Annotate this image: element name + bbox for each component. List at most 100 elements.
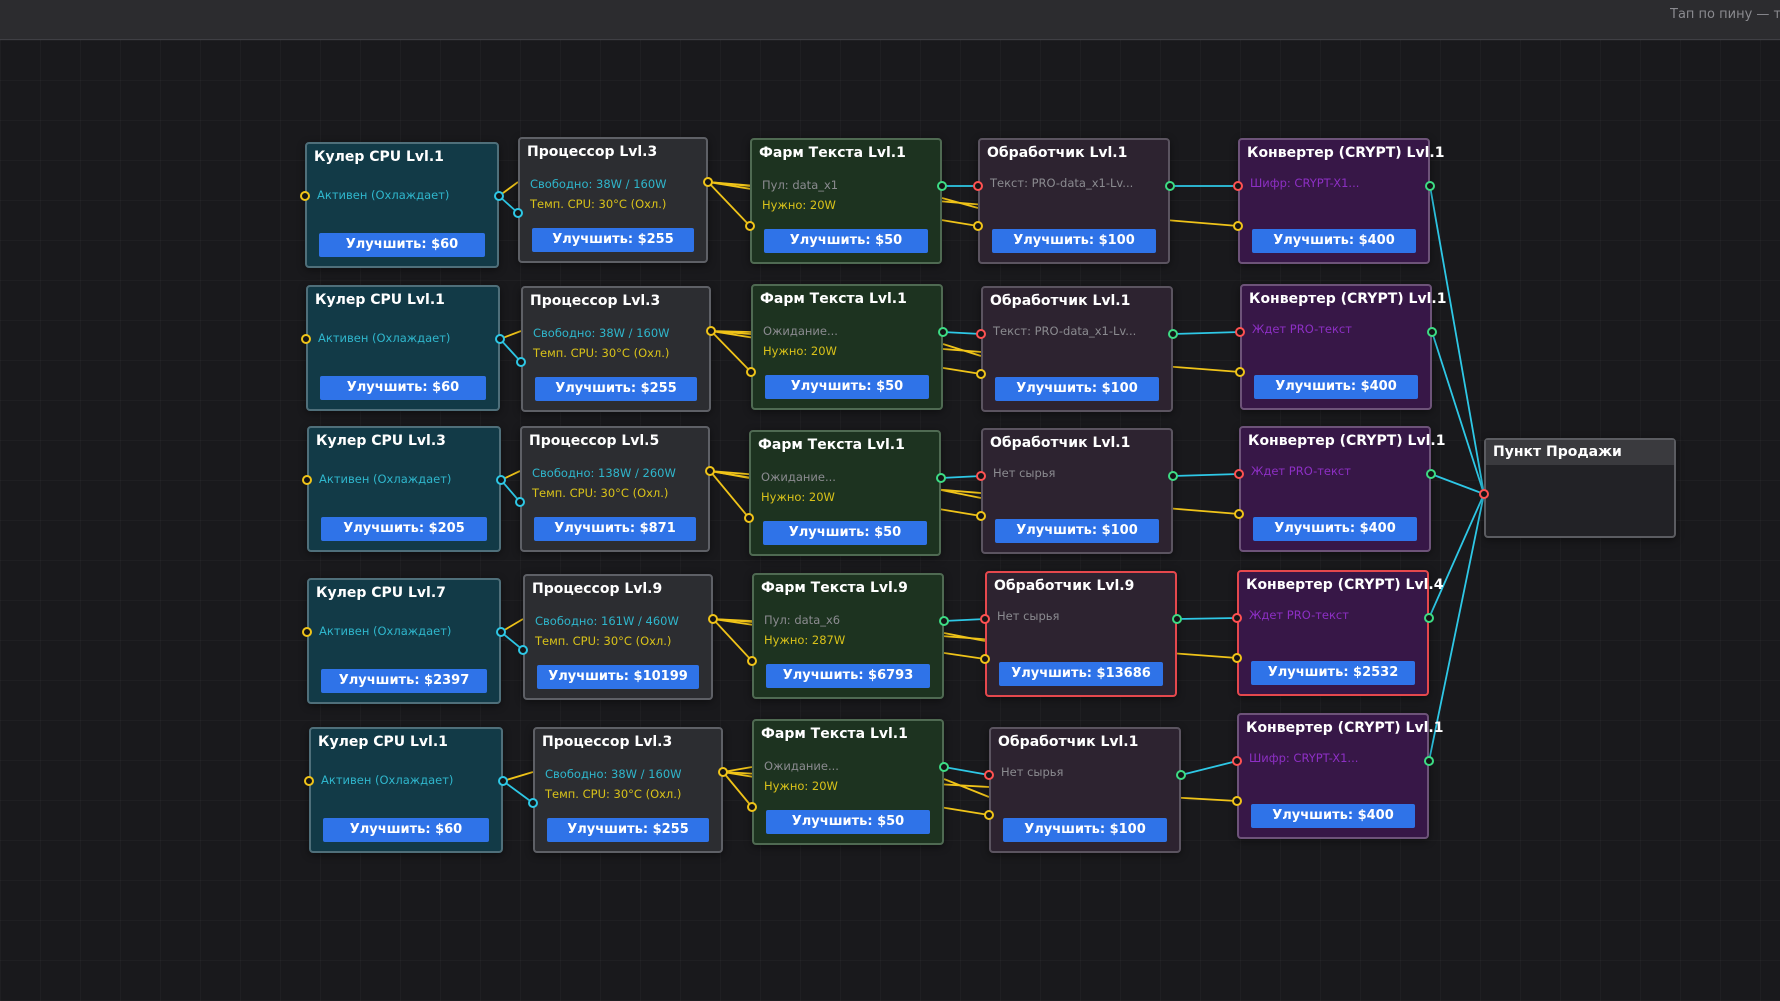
cpu-upgrade-button[interactable]: Улучшить: $255 [532, 228, 694, 252]
text-farm-upgrade-button[interactable]: Улучшить: $50 [766, 810, 930, 834]
cooler-out-port[interactable] [496, 627, 506, 637]
farm-power-in-port[interactable] [747, 802, 757, 812]
processor-upgrade-button[interactable]: Улучшить: $100 [995, 519, 1159, 543]
cpu-cooling-in-port[interactable] [516, 357, 526, 367]
converter-out-port[interactable] [1424, 756, 1434, 766]
cooler-upgrade-button[interactable]: Улучшить: $205 [321, 517, 487, 541]
farm-power-in-port[interactable] [746, 367, 756, 377]
processor-text-in-port[interactable] [980, 614, 990, 624]
converter-upgrade-button[interactable]: Улучшить: $2532 [1251, 661, 1415, 685]
text-farm-upgrade-button[interactable]: Улучшить: $6793 [766, 664, 930, 688]
cpu-upgrade-button[interactable]: Улучшить: $255 [547, 818, 709, 842]
converter-power-in-port[interactable] [1232, 796, 1242, 806]
processor-power-in-port[interactable] [980, 654, 990, 664]
processor-text-in-port[interactable] [973, 181, 983, 191]
processor-upgrade-button[interactable]: Улучшить: $100 [992, 229, 1156, 253]
text-farm-upgrade-button[interactable]: Улучшить: $50 [764, 229, 928, 253]
cpu-power-out-port[interactable] [703, 177, 713, 187]
converter-power-in-port[interactable] [1233, 221, 1243, 231]
cooler-out-port[interactable] [495, 334, 505, 344]
cpu-power-out-port[interactable] [718, 767, 728, 777]
cooler-power-in-port[interactable] [302, 475, 312, 485]
cooler-power-in-port[interactable] [304, 776, 314, 786]
farm-text-out-port[interactable] [938, 327, 948, 337]
processor-upgrade-button[interactable]: Улучшить: $100 [995, 377, 1159, 401]
converter-power-in-port[interactable] [1234, 509, 1244, 519]
converter-out-port[interactable] [1426, 469, 1436, 479]
processor-text-in-port[interactable] [976, 471, 986, 481]
farm-text-out-port[interactable] [937, 181, 947, 191]
farm-text-out-port[interactable] [939, 616, 949, 626]
text-farm-upgrade-button[interactable]: Улучшить: $50 [763, 521, 927, 545]
processor-text-in-port[interactable] [976, 329, 986, 339]
cpu-cooling-in-port[interactable] [518, 645, 528, 655]
cooler-out-port[interactable] [498, 776, 508, 786]
cpu-cooling-in-port[interactable] [515, 497, 525, 507]
processor-power-in-port[interactable] [973, 221, 983, 231]
text-farm-upgrade-button[interactable]: Улучшить: $50 [765, 375, 929, 399]
converter-text-in-port[interactable] [1235, 327, 1245, 337]
converter-upgrade-button[interactable]: Улучшить: $400 [1254, 375, 1418, 399]
converter-upgrade-button[interactable]: Улучшить: $400 [1253, 517, 1417, 541]
cooler-power-in-port[interactable] [300, 191, 310, 201]
converter-text-in-port[interactable] [1232, 756, 1242, 766]
converter-out-port[interactable] [1425, 181, 1435, 191]
farm-text-out-port[interactable] [936, 473, 946, 483]
cpu-power-out-port[interactable] [705, 466, 715, 476]
processor-text-out-port[interactable] [1172, 614, 1182, 624]
converter-power-in-port[interactable] [1232, 653, 1242, 663]
cpu-upgrade-button[interactable]: Улучшить: $871 [534, 517, 696, 541]
cpu-cooling-in-port[interactable] [513, 208, 523, 218]
processor-power-in-port[interactable] [976, 369, 986, 379]
cooler-out-port[interactable] [494, 191, 504, 201]
processor-power-in-port[interactable] [984, 810, 994, 820]
processor-text-out-port[interactable] [1168, 471, 1178, 481]
cooler-power-in-port[interactable] [302, 627, 312, 637]
cooler-upgrade-button[interactable]: Улучшить: $60 [323, 818, 489, 842]
cooler-upgrade-button[interactable]: Улучшить: $60 [320, 376, 486, 400]
converter-upgrade-button[interactable]: Улучшить: $400 [1252, 229, 1416, 253]
processor-text-out-port[interactable] [1176, 770, 1186, 780]
processor-text-out-port[interactable] [1168, 329, 1178, 339]
processor-text-in-port[interactable] [984, 770, 994, 780]
processor-upgrade-button[interactable]: Улучшить: $100 [1003, 818, 1167, 842]
cpu-upgrade-button[interactable]: Улучшить: $255 [535, 377, 697, 401]
converter-text-in-port[interactable] [1234, 469, 1244, 479]
converter-power-in-port[interactable] [1235, 367, 1245, 377]
converter-upgrade-button[interactable]: Улучшить: $400 [1251, 804, 1415, 828]
processor-upgrade-button[interactable]: Улучшить: $13686 [999, 662, 1163, 686]
processor-text-out-port[interactable] [1165, 181, 1175, 191]
cpu-cooling-in-port[interactable] [528, 798, 538, 808]
cooler-power-in-port[interactable] [301, 334, 311, 344]
cpu-power-out-port[interactable] [708, 614, 718, 624]
sell-point-node[interactable]: Пункт Продажи [1484, 438, 1676, 538]
processor-power-in-port[interactable] [976, 511, 986, 521]
farm-text-out-port[interactable] [939, 762, 949, 772]
farm-power-in-port[interactable] [744, 513, 754, 523]
converter-text-in-port[interactable] [1232, 613, 1242, 623]
converter-text-in-port[interactable] [1233, 181, 1243, 191]
